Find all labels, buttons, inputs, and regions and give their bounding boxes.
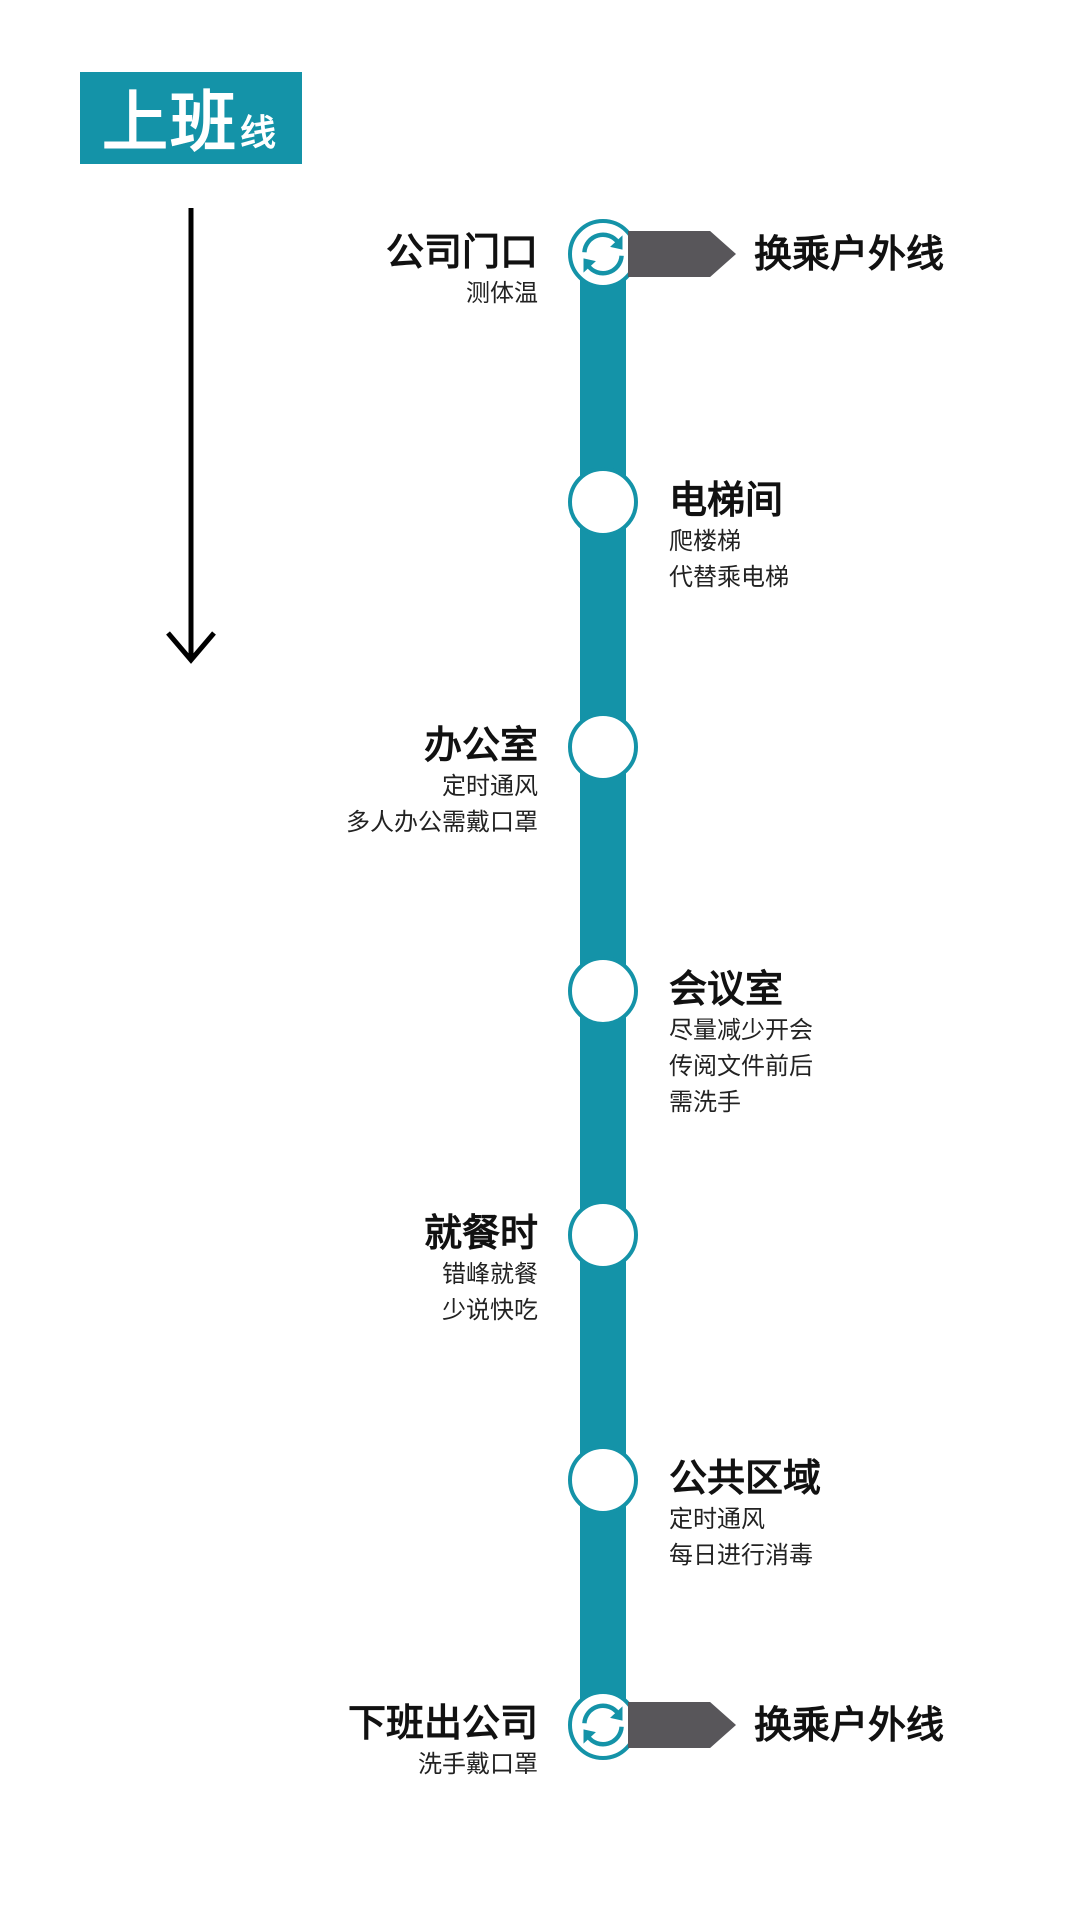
station-label-dining: 就餐时 错峰就餐 少说快吃 (118, 1210, 538, 1328)
line-title-badge: 上班 线 (80, 72, 302, 164)
station-note: 定时通风 (442, 772, 538, 800)
station-name: 电梯间 (669, 478, 784, 522)
station-node-office (568, 712, 638, 782)
station-note: 定时通风 (669, 1505, 765, 1533)
station-node-elevator (568, 467, 638, 537)
station-label-public-area: 公共区域 定时通风 每日进行消毒 (669, 1455, 1080, 1573)
transfer-label: 换乘户外线 (754, 1703, 945, 1747)
station-note: 尽量减少开会 (669, 1016, 813, 1044)
station-note: 每日进行消毒 (669, 1541, 813, 1569)
line-title-sub: 线 (240, 113, 277, 154)
station-note: 需洗手 (669, 1088, 741, 1116)
transfer-tab (628, 1702, 736, 1748)
station-name: 就餐时 (423, 1211, 538, 1255)
station-name: 下班出公司 (347, 1701, 538, 1745)
station-label-leave-company: 下班出公司 洗手戴口罩 (118, 1700, 538, 1782)
station-note: 洗手戴口罩 (418, 1750, 538, 1778)
direction-arrow-icon (166, 208, 216, 664)
transfer-icon (582, 1703, 624, 1747)
station-note: 多人办公需戴口罩 (346, 808, 538, 836)
station-node-dining (568, 1200, 638, 1270)
station-name: 会议室 (669, 967, 784, 1011)
station-node-meeting-room (568, 956, 638, 1026)
station-name: 办公室 (423, 723, 538, 767)
transfer-label: 换乘户外线 (754, 232, 945, 276)
station-note: 少说快吃 (442, 1296, 538, 1324)
transfer-icon (582, 232, 624, 276)
station-note: 测体温 (466, 279, 538, 307)
station-note: 爬楼梯 (669, 527, 741, 555)
station-node-company-gate (568, 219, 638, 289)
station-name: 公共区域 (669, 1456, 822, 1500)
station-node-public-area (568, 1445, 638, 1515)
station-label-company-gate: 公司门口 测体温 (118, 229, 538, 311)
station-note: 代替乘电梯 (669, 563, 789, 591)
station-note: 错峰就餐 (442, 1260, 538, 1288)
station-name: 公司门口 (385, 230, 538, 274)
line-title-main: 上班 (102, 84, 238, 161)
station-label-elevator: 电梯间 爬楼梯 代替乘电梯 (669, 477, 1080, 595)
transfer-tab (628, 231, 736, 277)
station-note: 传阅文件前后 (669, 1052, 813, 1080)
station-label-office: 办公室 定时通风 多人办公需戴口罩 (118, 722, 538, 840)
station-label-meeting-room: 会议室 尽量减少开会 传阅文件前后 需洗手 (669, 966, 1080, 1120)
station-node-leave-company (568, 1690, 638, 1760)
